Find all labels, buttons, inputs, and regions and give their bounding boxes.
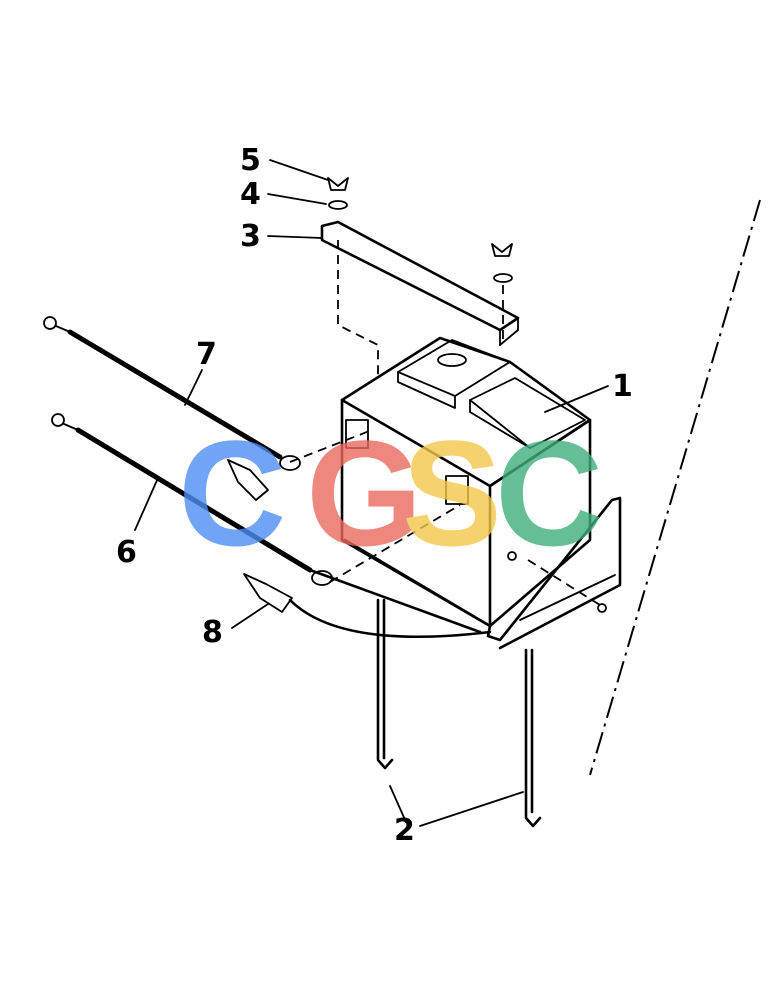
- wing-nut-right: [491, 243, 513, 257]
- wing-bolt-upper: [227, 459, 269, 501]
- watermark-letter-g: G: [306, 409, 423, 577]
- callout-5: 5: [240, 143, 261, 178]
- washer-right: [493, 273, 513, 283]
- watermark-letter-c1: C: [178, 409, 286, 577]
- leader-lines: [134, 159, 609, 827]
- watermark-letter-s: S: [402, 409, 502, 577]
- wing-bolt-8: [243, 573, 293, 613]
- hold-down-bar: [320, 220, 520, 346]
- callout-1: 1: [612, 369, 633, 404]
- alignment-dashes: [289, 240, 601, 606]
- cgsc-watermark: C G S C: [178, 409, 603, 577]
- washer-left: [328, 200, 348, 210]
- hold-down-rods: [376, 598, 542, 828]
- callout-2: 2: [394, 813, 415, 848]
- callout-6: 6: [116, 535, 137, 570]
- watermark-letter-c2: C: [495, 409, 603, 577]
- battery-tray: [343, 496, 622, 650]
- callout-3: 3: [240, 219, 261, 254]
- battery-cable-6: [51, 413, 482, 634]
- battery-cable-7: [43, 316, 301, 471]
- support-strap: [288, 598, 492, 639]
- callout-7: 7: [196, 337, 217, 372]
- vehicle-body-edge: [589, 199, 761, 776]
- wing-nut-left: [327, 177, 349, 191]
- callout-4: 4: [240, 177, 261, 212]
- callout-8: 8: [202, 615, 223, 650]
